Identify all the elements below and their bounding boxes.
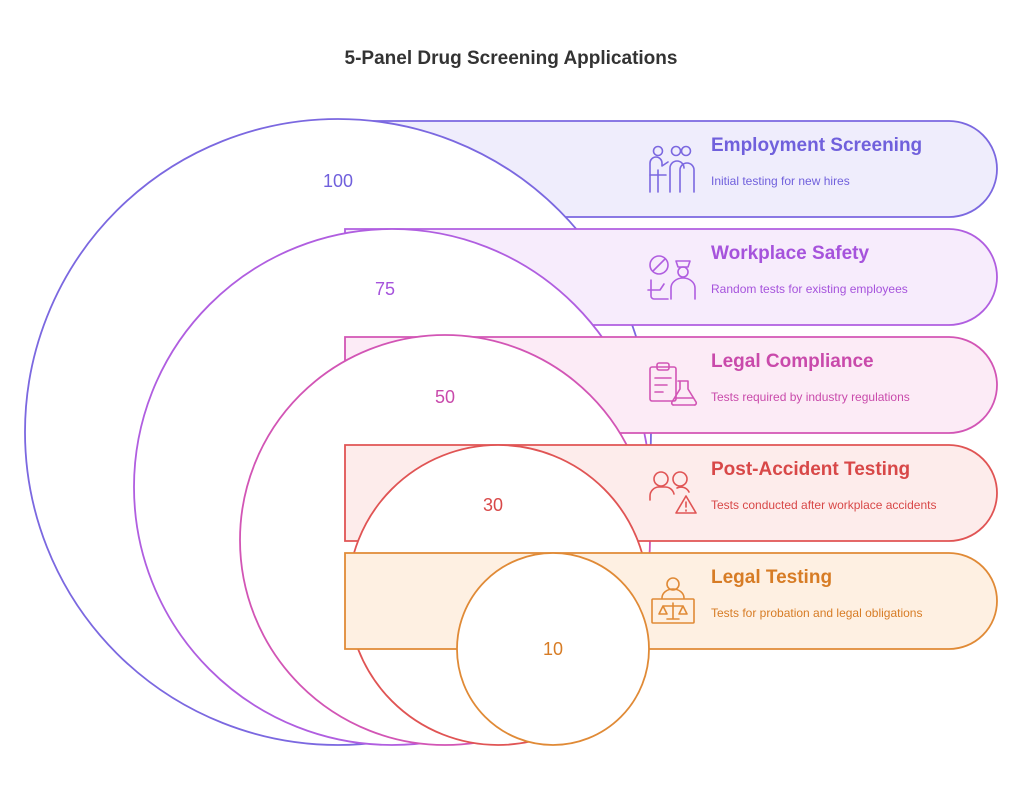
panel-description: Tests for probation and legal obligation… xyxy=(711,606,922,620)
presenter-people-icon xyxy=(649,145,695,193)
value-label: 30 xyxy=(483,495,503,515)
no-drugs-officer-icon xyxy=(647,255,696,300)
people-warning-icon xyxy=(649,471,697,514)
panel-4 xyxy=(344,552,998,650)
circle-4 xyxy=(456,552,650,746)
diagram-title: 5-Panel Drug Screening Applications xyxy=(344,48,678,69)
value-label: 50 xyxy=(435,387,455,407)
panel-title: Post-Accident Testing xyxy=(711,459,910,480)
value-label: 75 xyxy=(375,279,395,299)
value-label: 100 xyxy=(323,171,353,191)
judge-scales-icon xyxy=(651,577,695,624)
panel-description: Random tests for existing employees xyxy=(711,282,908,296)
panel-title: Legal Compliance xyxy=(711,351,874,372)
value-label: 10 xyxy=(543,639,563,659)
panel-description: Initial testing for new hires xyxy=(711,174,850,188)
panel-description: Tests conducted after workplace accident… xyxy=(711,498,936,512)
panel-title: Legal Testing xyxy=(711,567,832,588)
panel-description: Tests required by industry regulations xyxy=(711,390,910,404)
clipboard-flask-icon xyxy=(649,362,698,406)
panel-title: Workplace Safety xyxy=(711,243,869,264)
panel-title: Employment Screening xyxy=(711,135,922,156)
